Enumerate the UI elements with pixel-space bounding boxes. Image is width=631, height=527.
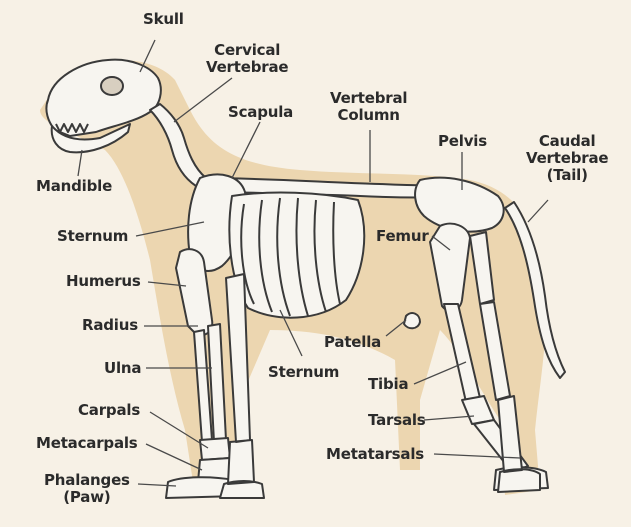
label-pelvis: Pelvis (438, 133, 487, 150)
label-scapula: Scapula (228, 104, 293, 121)
label-sternum-upper: Sternum (57, 228, 128, 245)
label-humerus: Humerus (66, 273, 141, 290)
label-metatarsals: Metatarsals (326, 446, 424, 463)
label-skull: Skull (143, 11, 184, 28)
label-carpals: Carpals (78, 402, 140, 419)
label-tibia: Tibia (368, 376, 408, 393)
label-ulna: Ulna (104, 360, 141, 377)
eye-socket (101, 77, 123, 95)
leader-mandible (78, 150, 82, 176)
label-caudal-vertebrae: CaudalVertebrae(Tail) (526, 133, 608, 184)
label-sternum-lower: Sternum (268, 364, 339, 381)
label-radius: Radius (82, 317, 138, 334)
carpal-bones (200, 438, 230, 460)
label-phalanges: Phalanges(Paw) (44, 472, 130, 506)
label-mandible: Mandible (36, 178, 112, 195)
leader-tarsals (424, 416, 474, 420)
label-metacarpals: Metacarpals (36, 435, 138, 452)
label-patella: Patella (324, 334, 381, 351)
label-vertebral-column: VertebralColumn (330, 90, 407, 124)
label-tarsals: Tarsals (368, 412, 426, 429)
patella-bone (404, 313, 420, 328)
label-cervical-vertebrae: CervicalVertebrae (206, 42, 288, 76)
leader-caudal (528, 200, 548, 222)
label-femur: Femur (376, 228, 429, 245)
